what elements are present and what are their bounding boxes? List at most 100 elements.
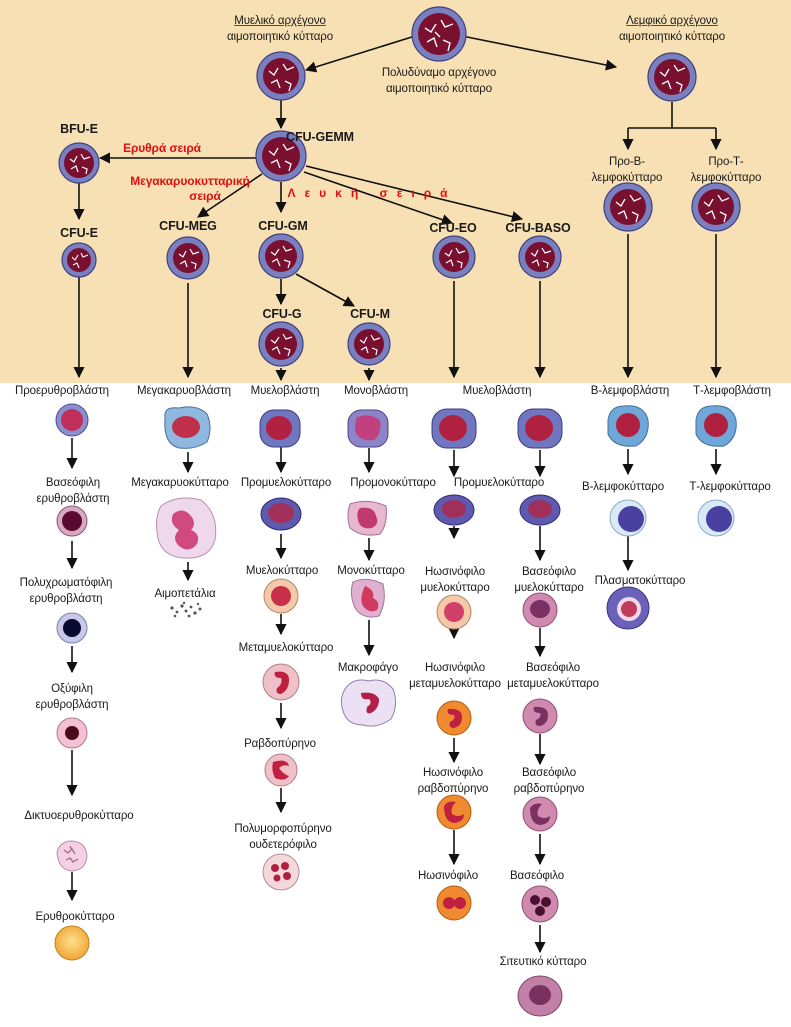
label-neutrophil-1: Πολυμορφοπύρηνο [234, 823, 332, 835]
label-platelets: Αιμοπετάλια [154, 588, 216, 600]
b-lymphocyte-cell [608, 498, 648, 538]
label-pre-b-2: λεμφοκύτταρο [591, 172, 663, 184]
baso-band-cell [520, 794, 560, 834]
basophil-cell [519, 883, 561, 925]
label-pluripotent-1: Πολυδύναμο αρχέγονο [381, 67, 497, 79]
label-cfu-baso: CFU-BASO [505, 221, 571, 235]
label-myeloblast: Μυελοβλάστη [250, 385, 320, 397]
label-b-lymphoblast: Β-λεμφοβλάστη [590, 385, 670, 397]
label-macrophage: Μακροφάγο [337, 662, 399, 674]
label-myeloid-stem-1: Μυελικό αρχέγονο [234, 15, 326, 27]
myeloblast-cell [258, 407, 302, 449]
label-orthochromatic-2: ερυθροβλάστη [35, 699, 109, 711]
label-megakaryo-series-2: σειρά [189, 189, 221, 203]
label-erythrocyte: Ερυθροκύτταρο [35, 911, 115, 923]
label-eos-myelocyte-2: μυελοκύτταρο [420, 582, 490, 594]
label-eos-band-1: Ηωσινόφιλο [422, 767, 484, 779]
myeloid-stem-cell [256, 51, 306, 101]
label-promyelocyte-2: Προμυελοκύτταρο [453, 477, 545, 489]
promonocyte-cell [346, 498, 390, 538]
eosinophil-cell [434, 883, 474, 923]
label-myelocyte: Μυελοκύτταρο [245, 565, 319, 577]
label-polychromatophilic-1: Πολυχρωματόφιλη [19, 577, 113, 589]
label-cfu-m: CFU-M [350, 307, 390, 321]
label-b-lymphocyte: Β-λεμφοκύτταρο [581, 481, 665, 493]
label-myeloblast-2: Μυελοβλάστη [462, 385, 532, 397]
label-mast-cell: Σιτευτικό κύτταρο [499, 956, 587, 968]
proerythroblast-cell [54, 402, 90, 438]
label-megakaryocyte: Μεγακαρυοκύτταρο [131, 477, 229, 489]
label-baso-myelocyte-2: μυελοκύτταρο [514, 582, 584, 594]
myelocyte-cell [262, 577, 300, 615]
reticulocyte-cell [54, 838, 90, 874]
t-lymphoblast-cell [693, 403, 739, 449]
metamyelocyte-cell [261, 661, 301, 703]
monocyte-cell [349, 576, 389, 620]
cfu-m-cell [347, 322, 391, 366]
mast-cell [516, 973, 564, 1019]
cfu-e-cell [61, 242, 97, 278]
label-cfu-meg: CFU-MEG [159, 219, 217, 233]
label-baso-myelocyte-1: Βασεόφιλο [521, 566, 577, 578]
label-pre-b-1: Προ-Β- [609, 156, 645, 168]
eos-metamyelocyte-cell [434, 698, 474, 738]
band-cell [262, 751, 300, 789]
label-red-series: Ερυθρά σειρά [123, 141, 201, 155]
label-monocyte: Μονοκύτταρο [337, 565, 405, 577]
label-pre-t-1: Προ-Τ- [708, 156, 744, 168]
label-cfu-eo: CFU-EO [429, 221, 477, 235]
basophilic-erythroblast-cell [55, 504, 89, 538]
label-promyelocyte: Προμυελοκύτταρο [240, 477, 332, 489]
label-metamyelocyte: Μεταμυελοκύτταρο [238, 642, 334, 654]
label-lymphoid-stem-1: Λεμφικό αρχέγονο [626, 15, 718, 27]
plasma-cell [605, 585, 651, 631]
label-cfu-gemm: CFU-GEMM [286, 130, 354, 144]
label-basophilic-erythroblast-1: Βασεόφιλη [45, 477, 101, 489]
label-baso-metamyelocyte-1: Βασεόφιλο [525, 662, 581, 674]
label-baso-band-1: Βασεόφιλο [521, 767, 577, 779]
label-myeloid-stem-2: αιμοποιητικό κύτταρο [226, 31, 334, 43]
label-basophil: Βασεόφιλο [509, 870, 565, 882]
eos-promyelocyte-cell [432, 492, 476, 528]
label-monoblast: Μονοβλάστη [344, 385, 408, 397]
b-lymphoblast-cell [605, 403, 651, 449]
label-baso-band-2: ραβδοπύρηνο [513, 783, 585, 795]
label-eos-myelocyte-1: Ηωσινόφιλο [424, 566, 486, 578]
cfu-meg-cell [166, 236, 210, 280]
label-basophilic-erythroblast-2: ερυθροβλάστη [36, 493, 110, 505]
megakaryoblast-cell [161, 404, 213, 452]
label-pre-t-2: λεμφοκύτταρο [690, 172, 762, 184]
myeloblast-eo-cell [430, 406, 478, 450]
label-eos-metamyelocyte-1: Ηωσινόφιλο [424, 662, 486, 674]
promyelocyte-cell [259, 495, 303, 533]
label-plasma-cell: Πλασματοκύτταρο [594, 575, 686, 587]
cfu-eo-cell [432, 235, 476, 279]
monoblast-cell [346, 407, 390, 449]
eos-myelocyte-cell [434, 592, 474, 632]
label-proerythroblast: Προερυθροβλάστη [15, 385, 109, 397]
label-cfu-g: CFU-G [262, 307, 302, 321]
baso-myelocyte-cell [520, 590, 560, 630]
baso-metamyelocyte-cell [520, 696, 560, 736]
label-eos-metamyelocyte-2: μεταμυελοκύτταρο [409, 678, 501, 690]
label-polychromatophilic-2: ερυθροβλάστη [29, 593, 103, 605]
label-lymphoid-stem-2: αιμοποιητικό κύτταρο [618, 31, 726, 43]
bfu-e-cell [58, 142, 100, 184]
label-t-lymphocyte: Τ-λεμφοκύτταρο [689, 481, 771, 493]
label-cfu-e: CFU-E [60, 226, 98, 240]
erythrocyte-cell [53, 924, 91, 962]
label-baso-metamyelocyte-2: μεταμυελοκύτταρο [507, 678, 599, 690]
pre-b-lymphocyte-cell [603, 182, 653, 232]
lymphoid-stem-cell [647, 52, 697, 102]
label-band: Ραβδοπύρηνο [244, 738, 316, 750]
eos-band-cell [434, 792, 474, 832]
label-cfu-gm: CFU-GM [258, 219, 308, 233]
label-promonocyte: Προμονοκύτταρο [350, 477, 436, 489]
pre-t-lymphocyte-cell [691, 182, 741, 232]
label-pluripotent-2: αιμοποιητικό κύτταρο [385, 83, 493, 95]
cfu-gemm-cell [255, 130, 307, 182]
label-neutrophil-2: ουδετερόφιλο [249, 839, 317, 851]
platelets-icon [166, 600, 206, 620]
label-eosinophil: Ηωσινόφιλο [417, 870, 479, 882]
